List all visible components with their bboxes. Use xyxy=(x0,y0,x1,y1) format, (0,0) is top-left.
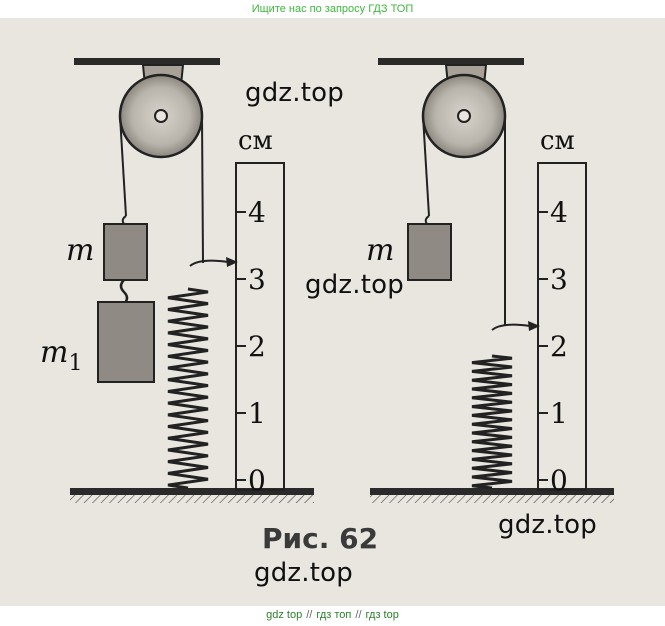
left-unit-label: см xyxy=(238,126,273,156)
right-spring xyxy=(471,354,513,490)
figure-caption: Рис. 62 xyxy=(262,522,378,555)
ruler-tick-label: 0 xyxy=(248,464,266,497)
left-pointer-arrowhead xyxy=(226,257,238,267)
right-pointer-arrowhead xyxy=(528,321,540,331)
watermark-2: gdz.top xyxy=(305,270,404,300)
footer-link-1[interactable]: gdz top xyxy=(266,609,303,621)
footer-link-3[interactable]: гдз top xyxy=(365,609,399,621)
left-rope-spring-side xyxy=(201,115,204,264)
left-mass-m xyxy=(103,223,148,281)
right-unit-label: см xyxy=(540,126,575,156)
left-ruler xyxy=(235,162,285,491)
physics-figure: m m1 см 0 1 2 3 4 m xyxy=(0,18,665,606)
right-ruler-ticks: 0 1 2 3 4 xyxy=(538,196,568,497)
ruler-tick-label: 2 xyxy=(248,330,266,363)
left-floor-hatch xyxy=(70,495,314,503)
right-pulley-axle xyxy=(457,109,471,123)
left-pulley-axle xyxy=(154,109,168,123)
left-mass-m-label: m xyxy=(66,233,94,268)
right-floor-hatch xyxy=(370,495,614,503)
left-mass-m1 xyxy=(97,301,155,383)
right-rope-mass-side xyxy=(422,115,430,217)
left-ruler-ticks: 0 1 2 3 4 xyxy=(236,196,266,497)
footer-separator: // xyxy=(355,609,362,621)
pulley-spring-diagram: m m1 см 0 1 2 3 4 m xyxy=(40,58,614,555)
left-mass-m1-label: m1 xyxy=(40,335,82,376)
ruler-tick-label: 1 xyxy=(550,397,568,430)
left-ceiling xyxy=(74,58,220,65)
ruler-tick-label: 3 xyxy=(550,263,568,296)
search-hint-banner: Ищите нас по запросу ГДЗ ТОП xyxy=(251,3,414,15)
watermark-4: gdz.top xyxy=(254,558,353,588)
ruler-tick-label: 2 xyxy=(550,330,568,363)
left-rope-mass-side xyxy=(119,115,127,217)
ruler-tick-label: 4 xyxy=(550,196,568,229)
left-setup: m m1 см 0 1 2 3 4 xyxy=(40,58,314,503)
ruler-tick-label: 4 xyxy=(248,196,266,229)
left-pointer-arrow xyxy=(189,259,229,267)
right-mass-m-label: m xyxy=(366,233,394,268)
right-ceiling xyxy=(378,58,524,65)
right-mass-m xyxy=(407,223,452,281)
ruler-tick-label: 0 xyxy=(550,464,568,497)
watermark-3: gdz.top xyxy=(498,510,597,540)
left-spring xyxy=(167,287,209,490)
left-link xyxy=(119,279,129,305)
right-pointer-arrow xyxy=(491,323,531,331)
footer-links: gdz top//гдз топ//гдз top xyxy=(0,606,665,626)
right-setup: m см 0 1 2 3 4 xyxy=(366,58,614,503)
footer-separator: // xyxy=(306,609,313,621)
right-ruler xyxy=(537,162,587,491)
ruler-tick-label: 3 xyxy=(248,263,266,296)
left-floor xyxy=(70,488,314,495)
watermark-1: gdz.top xyxy=(245,78,344,108)
right-floor xyxy=(370,488,614,495)
ruler-tick-label: 1 xyxy=(248,397,266,430)
footer-link-2[interactable]: гдз топ xyxy=(316,609,352,621)
